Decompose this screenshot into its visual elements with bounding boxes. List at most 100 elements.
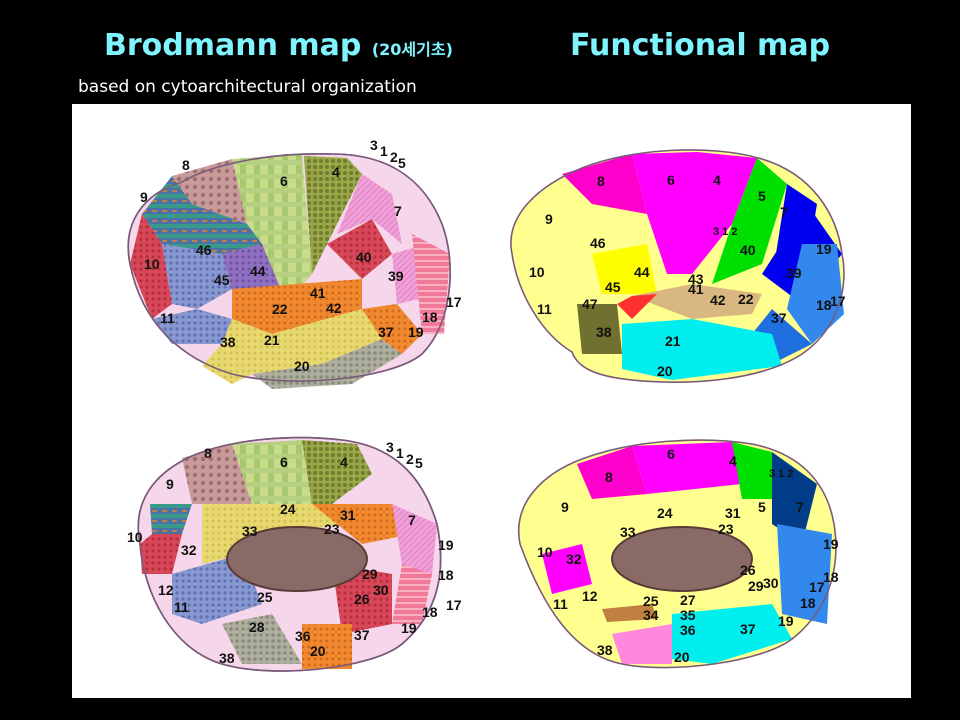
area-label-20: 20 <box>310 643 326 659</box>
area-label-5: 5 <box>415 455 423 471</box>
area-label-36: 36 <box>680 622 696 638</box>
area-label-18: 18 <box>422 604 438 620</box>
area-label-4: 4 <box>332 164 340 180</box>
area-label-33: 33 <box>620 524 636 540</box>
area-label-31: 31 <box>725 505 741 521</box>
area-label-9: 9 <box>561 499 569 515</box>
area-label-38: 38 <box>220 334 236 350</box>
area-label-37: 37 <box>354 627 370 643</box>
area-label-19: 19 <box>401 620 417 636</box>
area-label-7: 7 <box>780 204 788 220</box>
left-title: Brodmann map (20세기초) <box>104 28 453 63</box>
area-label-18: 18 <box>816 297 832 313</box>
area-label-18: 18 <box>823 569 839 585</box>
area-label-45: 45 <box>605 279 621 295</box>
area-label-18: 18 <box>438 567 454 583</box>
left-title-note: (20세기초) <box>371 40 453 59</box>
area-label-24: 24 <box>657 505 673 521</box>
corpus-callosum <box>226 526 368 592</box>
area-label-17: 17 <box>809 579 825 595</box>
area-label-38: 38 <box>219 650 235 666</box>
area-label-20: 20 <box>674 649 690 665</box>
area-label-19: 19 <box>823 536 839 552</box>
area-label-19: 19 <box>408 324 424 340</box>
corpus-callosum <box>611 526 753 592</box>
area-label-10: 10 <box>127 529 143 545</box>
area-label-38: 38 <box>597 642 613 658</box>
area-label-11: 11 <box>537 301 552 317</box>
area-label-4: 4 <box>713 172 721 188</box>
area-label-2: 2 <box>406 451 414 467</box>
area-label-4: 4 <box>340 454 348 470</box>
area-label-43: 43 <box>688 271 704 287</box>
area-label-17: 17 <box>446 294 462 310</box>
area-label-18: 18 <box>422 309 438 325</box>
area-label-25: 25 <box>643 593 659 609</box>
area-label-17: 17 <box>446 597 462 613</box>
area-label-42: 42 <box>326 300 342 316</box>
area-label-12: 12 <box>582 588 598 604</box>
area-label-40: 40 <box>356 249 372 265</box>
area-label-23: 23 <box>718 521 734 537</box>
area-label-45: 45 <box>214 272 230 288</box>
area-label-32: 32 <box>181 542 197 558</box>
area-label-29: 29 <box>362 566 378 582</box>
area-label-29: 29 <box>748 578 764 594</box>
area-label-10: 10 <box>529 264 545 280</box>
area-label-27: 27 <box>680 592 696 608</box>
area-label-11: 11 <box>553 596 568 612</box>
area-label-32: 32 <box>566 551 582 567</box>
area-label-12: 12 <box>158 582 174 598</box>
area-label-8: 8 <box>597 173 605 189</box>
area-label-24: 24 <box>280 501 296 517</box>
area-label-6: 6 <box>280 173 288 189</box>
area-label-23: 23 <box>324 521 340 537</box>
area-label-37: 37 <box>378 324 394 340</box>
area-label-3-1-2: 3 1 2 <box>769 468 793 480</box>
area-label-3: 3 <box>386 439 394 455</box>
area-label-9: 9 <box>545 211 553 227</box>
area-label-26: 26 <box>740 562 756 578</box>
area-label-38: 38 <box>596 324 612 340</box>
subtitle: based on cytoarchitectural organization <box>78 77 417 97</box>
area-label-39: 39 <box>388 268 404 284</box>
area-label-9: 9 <box>166 476 174 492</box>
area-label-37: 37 <box>740 621 756 637</box>
area-label-18: 18 <box>800 595 816 611</box>
area-label-21: 21 <box>665 333 681 349</box>
area-label-30: 30 <box>763 575 779 591</box>
area-label-17: 17 <box>830 293 846 309</box>
area-label-36: 36 <box>295 628 311 644</box>
area-label-8: 8 <box>182 157 190 173</box>
left-title-text: Brodmann map <box>104 28 362 63</box>
area-label-25: 25 <box>257 589 273 605</box>
area-label-22: 22 <box>272 301 288 317</box>
area-label-10: 10 <box>144 256 160 272</box>
area-label-22: 22 <box>738 291 754 307</box>
area-label-11: 11 <box>174 599 189 615</box>
area-label-39: 39 <box>786 265 802 281</box>
area-label-26: 26 <box>354 591 370 607</box>
area-label-19: 19 <box>438 537 454 553</box>
area-label-42: 42 <box>710 292 726 308</box>
area-label-35: 35 <box>680 607 696 623</box>
area-label-10: 10 <box>537 544 553 560</box>
area-label-6: 6 <box>667 172 675 188</box>
area-label-3: 3 <box>370 137 378 153</box>
area-label-11: 11 <box>160 310 175 326</box>
area-label-5: 5 <box>758 499 766 515</box>
area-label-31: 31 <box>340 507 356 523</box>
area-label-44: 44 <box>634 264 650 280</box>
area-label-19: 19 <box>778 613 794 629</box>
area-label-40: 40 <box>740 242 756 258</box>
area-label-47: 47 <box>582 296 598 312</box>
area-label-1: 1 <box>380 143 388 159</box>
area-label-46: 46 <box>590 235 606 251</box>
area-label-7: 7 <box>394 203 402 219</box>
area-label-20: 20 <box>294 358 310 374</box>
area-label-1: 1 <box>396 445 404 461</box>
